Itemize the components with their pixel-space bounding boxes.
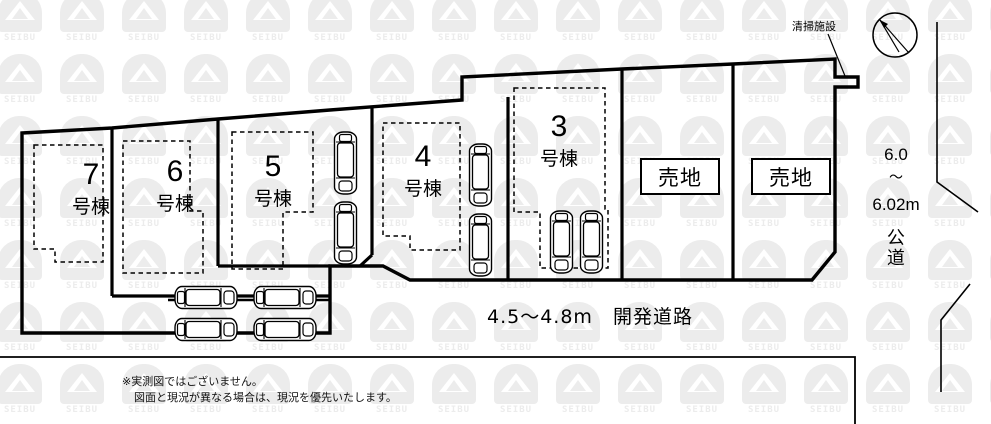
sale-lot-box-2: 売地 [751, 158, 831, 195]
lot-label-4: 4 号棟 [378, 140, 468, 201]
sale-lot-box-1: 売地 [640, 158, 720, 195]
public-road-label: 公道 [883, 228, 905, 268]
public-road-width-upper: 6.0 [884, 145, 908, 164]
development-road-label: 4.5～4.8m 開発道路 [487, 306, 693, 328]
parking-car-v-lot3-a [549, 210, 574, 274]
parking-car-h-4 [253, 317, 317, 342]
lot-number-6: 6 [166, 155, 184, 188]
lot-suffix-5: 号棟 [253, 188, 292, 210]
public-road-boundary-upper [936, 22, 979, 213]
lot-label-7: 7 号棟 [46, 158, 136, 219]
cleaning-facility-label: 清掃施設 [792, 20, 836, 33]
lot-number-4: 4 [414, 140, 432, 173]
parking-car-v-lot3-b [579, 210, 604, 274]
parking-car-v-lot4-a [468, 143, 493, 207]
public-road-boundary-lower [940, 283, 971, 392]
lot-number-5: 5 [264, 150, 282, 183]
lot-suffix-3: 号棟 [539, 148, 578, 170]
lot-suffix-6: 号棟 [155, 193, 194, 215]
lot-suffix-4: 号棟 [403, 178, 442, 200]
parking-car-h-1 [174, 285, 238, 310]
lot-label-5: 5 号棟 [228, 150, 318, 211]
parking-car-h-2 [253, 285, 317, 310]
lot-label-6: 6 号棟 [130, 155, 220, 216]
lot-label-3: 3 号棟 [514, 110, 604, 171]
north-compass-icon [872, 12, 918, 58]
site-outer-boundary [20, 57, 860, 335]
disclaimer-note: ※実測図ではございません。 図面と現況が異なる場合は、現況を優先いたします。 [122, 374, 397, 406]
disclaimer-line-2: 図面と現況が異なる場合は、現況を優先いたします。 [134, 390, 397, 404]
parking-car-v-lot5-a [333, 131, 358, 195]
public-road-width-lower: 6.02m [872, 195, 920, 214]
disclaimer-line-1: ※実測図ではございません。 [122, 375, 263, 388]
parking-car-h-3 [174, 317, 238, 342]
lot-number-7: 7 [82, 158, 100, 191]
parking-car-v-lot5-b [333, 201, 358, 265]
building-footprint-3 [513, 87, 609, 269]
lot-suffix-7: 号棟 [71, 196, 110, 218]
development-road-south-edge [0, 356, 856, 424]
public-road-width-tilde: ～ [889, 169, 903, 185]
parking-car-v-lot4-b [468, 213, 493, 277]
lot-number-3: 3 [550, 110, 568, 143]
